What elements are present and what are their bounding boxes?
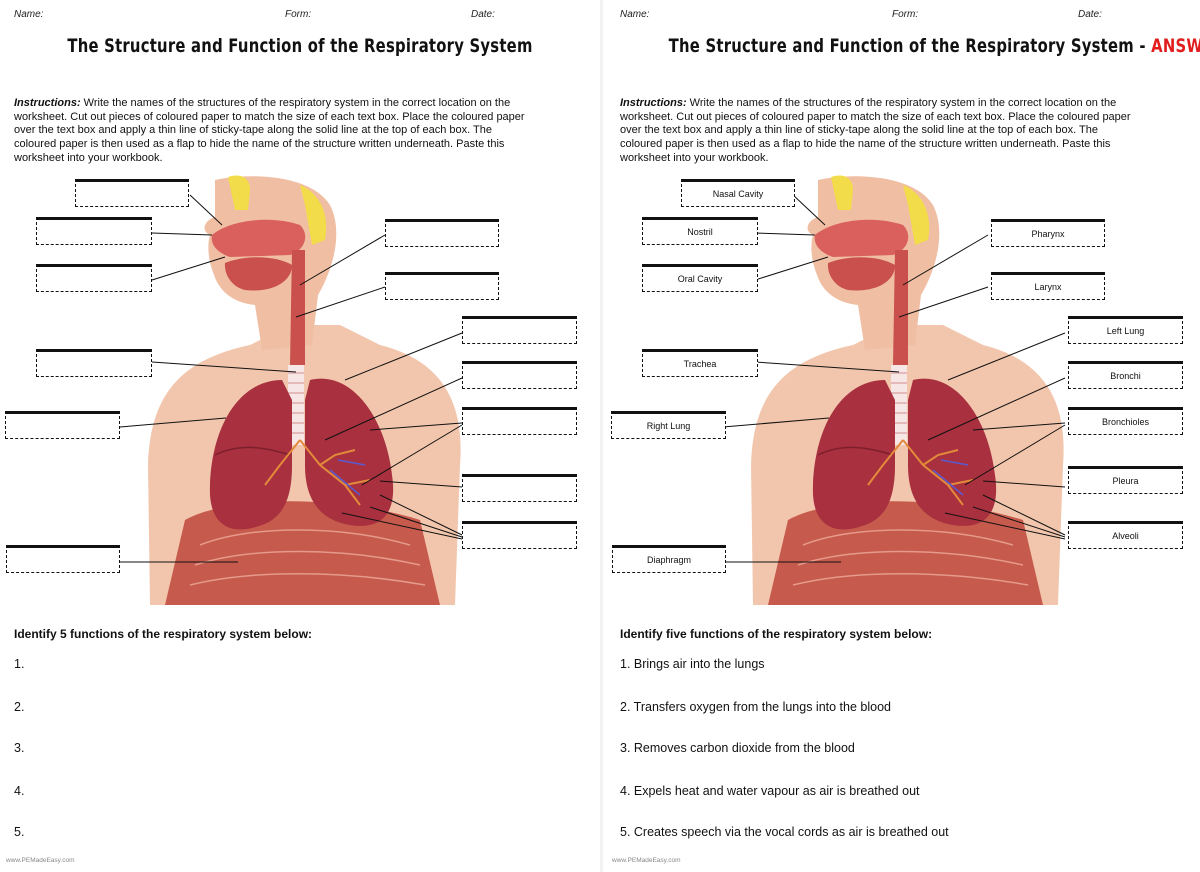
label-box-larynx[interactable]: [385, 272, 499, 300]
label-box-trachea[interactable]: [36, 349, 152, 377]
functions-question: Identify five functions of the respirato…: [620, 627, 933, 641]
instructions-lead: Instructions:: [620, 97, 687, 109]
torso-figure: [148, 175, 461, 605]
respiratory-diagram-answers: Nasal Cavity Nostril Oral Cavity Trachea…: [603, 165, 1200, 610]
form-label: Form:: [892, 9, 919, 20]
label-left-lung: Left Lung: [1068, 316, 1183, 344]
label-larynx: Larynx: [991, 272, 1105, 300]
pointer-lines: [722, 194, 1066, 563]
function-answer-3: 3. Removes carbon dioxide from the blood: [620, 741, 855, 755]
answers-title-main: The Structure and Function of the Respir…: [668, 35, 1152, 57]
page-divider: [600, 0, 603, 872]
label-nostril: Nostril: [642, 217, 758, 245]
label-box-right-lung[interactable]: [5, 411, 120, 439]
label-box-pleura[interactable]: [462, 474, 577, 502]
label-box-nasal-cavity[interactable]: [75, 179, 189, 207]
answers-highlight: ANSWERS: [1151, 35, 1200, 57]
worksheet-page: Name: Form: Date: The Structure and Func…: [0, 9, 600, 864]
function-answer-1: 1. Brings air into the lungs: [620, 657, 765, 671]
label-oral-cavity: Oral Cavity: [642, 264, 758, 292]
label-trachea: Trachea: [642, 349, 758, 377]
label-box-bronchioles[interactable]: [462, 407, 577, 435]
label-box-left-lung[interactable]: [462, 316, 577, 344]
instructions-text: Write the names of the structures of the…: [620, 97, 1131, 164]
functions-question: Identify 5 functions of the respiratory …: [14, 627, 313, 641]
footer-url: www.PEMadeEasy.com: [612, 857, 681, 864]
respiratory-illustration: [722, 175, 1066, 605]
function-answer-4: 4. Expels heat and water vapour as air i…: [620, 784, 920, 798]
instructions: Instructions: Write the names of the str…: [620, 97, 1135, 166]
function-number-4: 4.: [14, 784, 25, 798]
label-alveoli: Alveoli: [1068, 521, 1183, 549]
function-number-2: 2.: [14, 700, 25, 714]
pointer-lines: [119, 194, 463, 563]
label-nasal-cavity: Nasal Cavity: [681, 179, 795, 207]
label-box-bronchi[interactable]: [462, 361, 577, 389]
function-number-5: 5.: [14, 825, 25, 839]
instructions: Instructions: Write the names of the str…: [14, 97, 529, 166]
page-title: The Structure and Function of the Respir…: [67, 35, 533, 57]
label-box-pharynx[interactable]: [385, 219, 499, 247]
function-number-3: 3.: [14, 741, 25, 755]
answers-title: The Structure and Function of the Respir…: [669, 35, 1200, 57]
instructions-lead: Instructions:: [14, 97, 81, 109]
label-right-lung: Right Lung: [611, 411, 726, 439]
label-bronchioles: Bronchioles: [1068, 407, 1183, 435]
respiratory-illustration: [119, 175, 463, 605]
function-number-1: 1.: [14, 657, 25, 671]
instructions-text: Write the names of the structures of the…: [14, 97, 525, 164]
label-diaphragm: Diaphragm: [612, 545, 726, 573]
label-pharynx: Pharynx: [991, 219, 1105, 247]
label-bronchi: Bronchi: [1068, 361, 1183, 389]
label-box-diaphragm[interactable]: [6, 545, 120, 573]
respiratory-diagram: [0, 165, 600, 610]
label-box-nostril[interactable]: [36, 217, 152, 245]
torso-figure: [751, 175, 1064, 605]
date-label: Date:: [471, 9, 495, 20]
name-label: Name:: [620, 9, 650, 20]
footer-url: www.PEMadeEasy.com: [6, 857, 75, 864]
label-pleura: Pleura: [1068, 466, 1183, 494]
name-label: Name:: [14, 9, 44, 20]
function-answer-2: 2. Transfers oxygen from the lungs into …: [620, 700, 891, 714]
function-answer-5: 5. Creates speech via the vocal cords as…: [620, 825, 949, 839]
answers-page: Name: Form: Date: The Structure and Func…: [603, 0, 1200, 872]
label-box-oral-cavity[interactable]: [36, 264, 152, 292]
form-label: Form:: [285, 9, 312, 20]
label-box-alveoli[interactable]: [462, 521, 577, 549]
date-label: Date:: [1078, 9, 1102, 20]
